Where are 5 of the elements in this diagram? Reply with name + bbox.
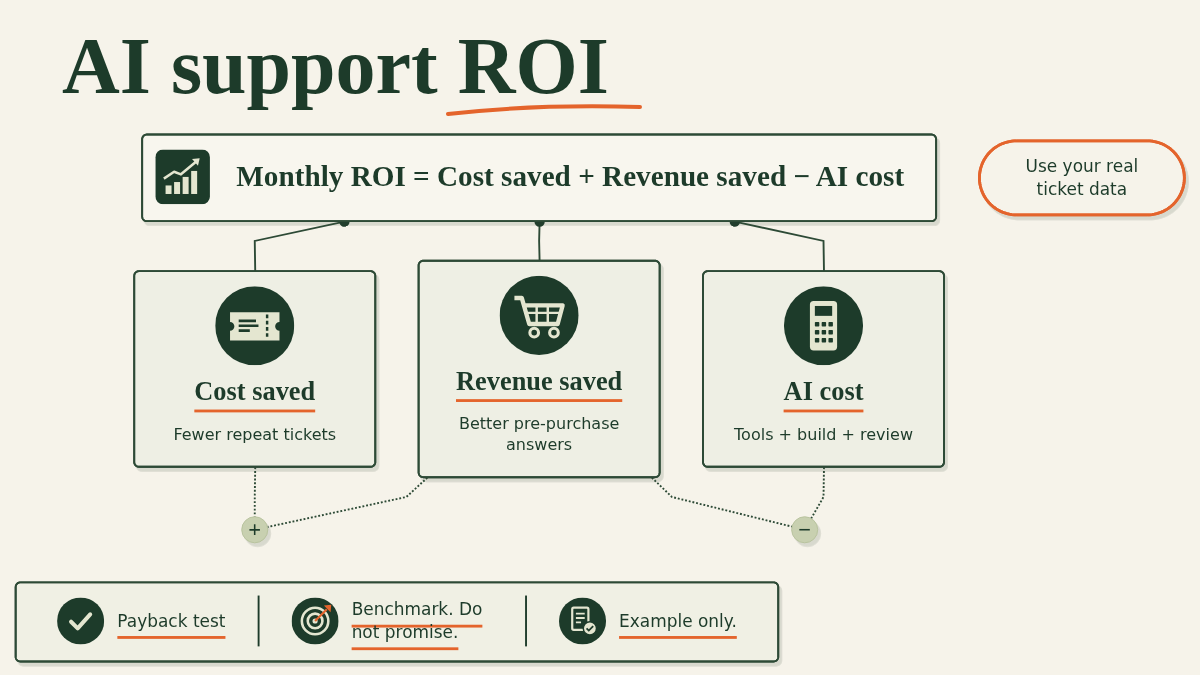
connector [266,476,429,528]
title: AI support ROI [62,22,609,110]
node-circle: − [791,516,819,544]
connector [810,466,825,520]
node-circle: + [241,516,269,544]
